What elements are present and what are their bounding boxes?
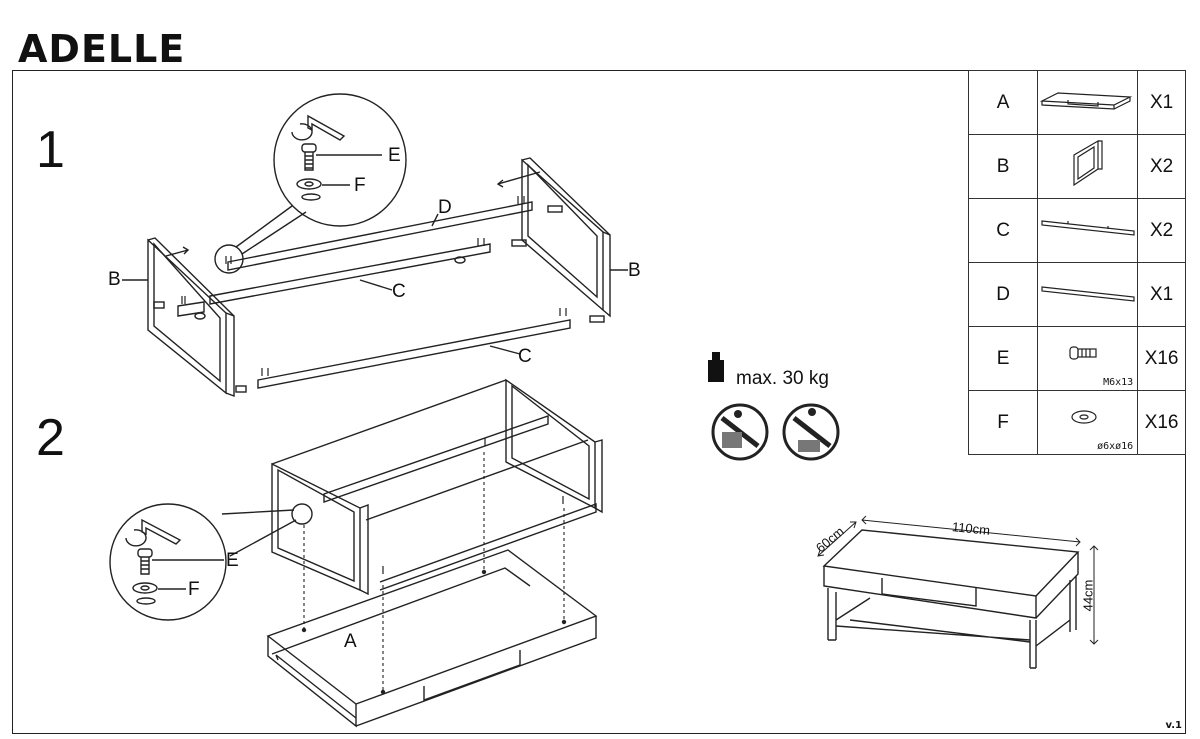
callout-a: A (344, 631, 357, 652)
part-qty: X16 (1137, 390, 1186, 455)
callout-b-right: B (628, 260, 641, 281)
callout-c-lower: C (518, 346, 532, 367)
side-frame-left (147, 237, 247, 398)
callout-c-upper: C (392, 281, 406, 302)
part-row: B X2 (967, 134, 1186, 199)
part-qty: X1 (1137, 262, 1186, 327)
callout-e-step1: E (388, 145, 401, 166)
part-label: E (967, 326, 1039, 391)
rail-d-icon (1037, 262, 1139, 327)
tabletop-a (266, 549, 598, 728)
bolt-icon-step1 (301, 143, 317, 171)
allen-key-icon-2 (125, 518, 182, 547)
part-spec: ø6xø16 (1097, 441, 1134, 452)
tabletop-icon (1037, 70, 1139, 135)
washer-icon-step1 (296, 178, 322, 190)
parts-list: A X1 B X2 C X2 D (967, 70, 1186, 455)
part-row: A X1 (967, 70, 1186, 135)
allen-key-icon (291, 114, 346, 141)
rail-c-lower (257, 319, 571, 389)
part-label: F (967, 390, 1039, 455)
rail-d (227, 201, 533, 271)
part-row: E M6x13 X16 (967, 326, 1186, 391)
detail-circle-step2 (109, 503, 227, 621)
detail-circle-step1 (273, 93, 407, 227)
step-number-1: 1 (36, 121, 65, 179)
rail-c-upper (209, 243, 491, 305)
part-qty: X16 (1137, 326, 1186, 391)
frame-assembled (271, 378, 603, 596)
step-number-2: 2 (36, 409, 65, 467)
part-label: B (967, 134, 1039, 199)
dimension-lines (817, 515, 1099, 645)
dimension-height: 44cm (1080, 579, 1096, 612)
callout-b-left: B (108, 269, 121, 290)
part-qty: X2 (1137, 134, 1186, 199)
bolt-icon-step2 (137, 548, 153, 575)
instruction-frame (12, 70, 1186, 734)
rail-c-icon (1037, 198, 1139, 263)
max-load-label: max. 30 kg (736, 368, 829, 389)
side-frame-icon (1037, 134, 1139, 199)
no-standing-icon (782, 403, 840, 461)
callout-f-step2: F (188, 579, 200, 600)
part-label: A (967, 70, 1039, 135)
part-spec: M6x13 (1103, 377, 1134, 388)
weight-icon (708, 352, 724, 382)
part-row: F ø6xø16 X16 (967, 390, 1186, 455)
product-title: ADELLE (18, 27, 186, 71)
bolt-icon: M6x13 (1037, 326, 1139, 391)
callout-f-step1: F (354, 175, 366, 196)
callout-d: D (438, 197, 452, 218)
no-climbing-icon (711, 403, 769, 461)
part-row: D X1 (967, 262, 1186, 327)
part-qty: X1 (1137, 70, 1186, 135)
part-qty: X2 (1137, 198, 1186, 263)
callout-e-step2: E (226, 550, 239, 571)
version-label: v.1 (1165, 720, 1182, 731)
part-label: C (967, 198, 1039, 263)
washer-icon: ø6xø16 (1037, 390, 1139, 455)
finished-table (822, 529, 1080, 669)
part-row: C X2 (967, 198, 1186, 263)
side-frame-right (511, 157, 611, 323)
part-label: D (967, 262, 1039, 327)
